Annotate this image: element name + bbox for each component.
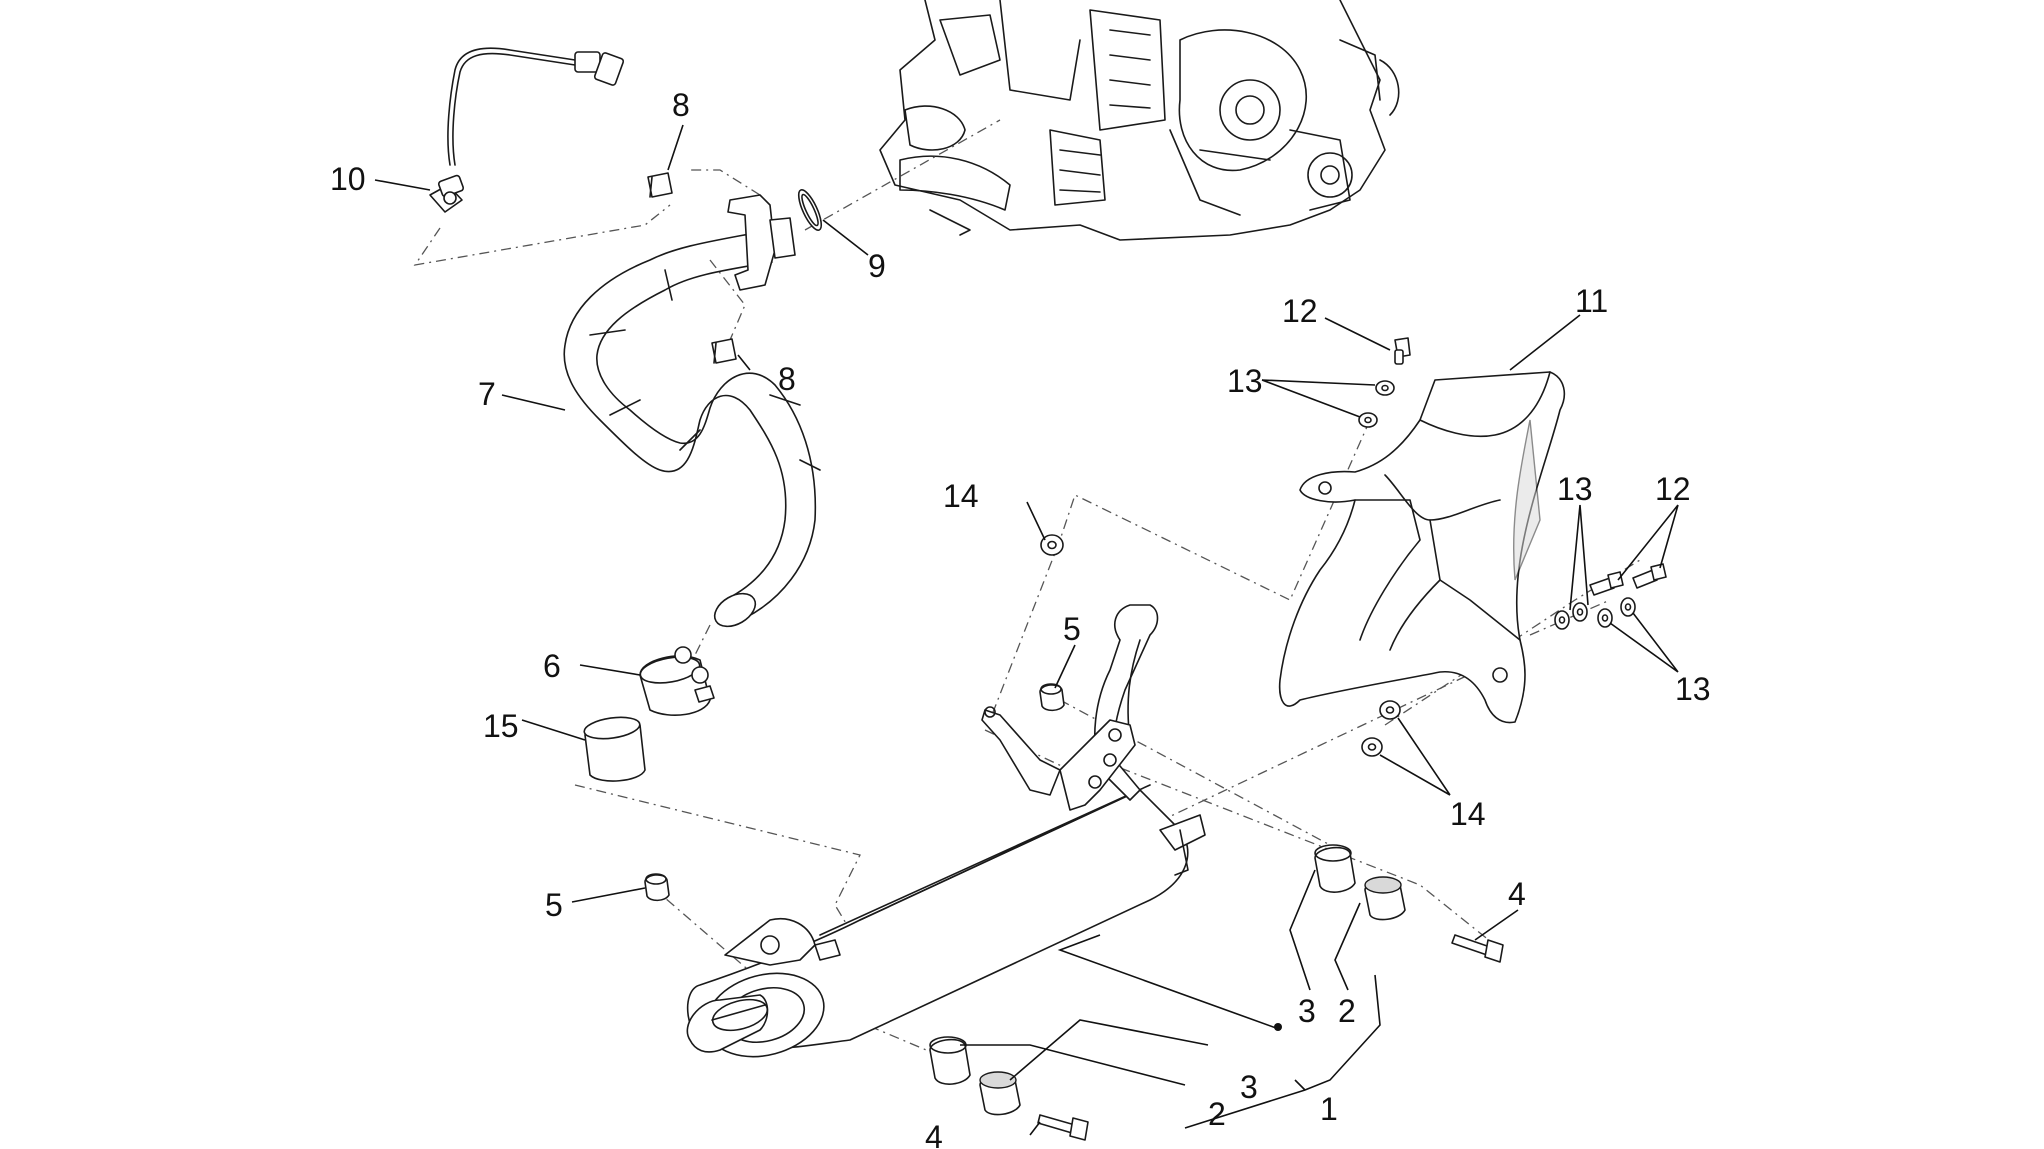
callout-2-lower: 2 <box>1208 1096 1226 1132</box>
shield-screw-top <box>1394 337 1411 365</box>
callout-13-top: 13 <box>1227 363 1263 399</box>
shield-screw-side-2 <box>1632 563 1667 589</box>
grommet-right-1 <box>1379 700 1401 720</box>
callout-12-side: 12 <box>1655 471 1691 507</box>
callout-14-upper: 14 <box>943 478 979 514</box>
bushing-lower <box>929 1036 971 1085</box>
callout-8-upper: 8 <box>672 87 690 123</box>
callout-10: 10 <box>330 161 366 197</box>
washer-top-1 <box>1375 380 1395 396</box>
callout-4-upper: 4 <box>1508 876 1526 912</box>
callout-7: 7 <box>478 376 496 412</box>
bushing-upper <box>1314 844 1356 893</box>
callout-labels: 10 8 9 8 7 6 15 5 14 5 12 13 11 13 12 13… <box>330 87 1711 1149</box>
callout-13-side-upper: 13 <box>1557 471 1593 507</box>
washer-side-3 <box>1597 608 1613 628</box>
callout-5-upper: 5 <box>1063 611 1081 647</box>
exhaust-header-pipe <box>563 194 821 628</box>
callout-13-side-lower: 13 <box>1675 671 1711 707</box>
flange-nut-lower <box>711 338 737 364</box>
bolt-upper <box>1451 934 1504 963</box>
callout-6: 6 <box>543 648 561 684</box>
lambda-sensor <box>429 47 625 213</box>
callout-11: 11 <box>1575 283 1608 319</box>
callout-5-lower: 5 <box>545 887 563 923</box>
washer-side-2 <box>1572 602 1588 622</box>
callout-9: 9 <box>868 248 886 284</box>
exhaust-gasket <box>797 189 823 231</box>
spacer-lower <box>979 1071 1021 1116</box>
exhaust-clamp <box>639 646 715 716</box>
grommet-right-2 <box>1361 737 1383 757</box>
exhaust-sleeve <box>583 716 646 782</box>
callout-3-upper: 3 <box>1298 993 1316 1029</box>
shield-screw-side-1 <box>1589 571 1624 596</box>
silencer-assembly <box>686 604 1206 1058</box>
silencer-reference-dot <box>1274 1023 1282 1031</box>
callout-12-top: 12 <box>1282 293 1318 329</box>
callout-2-upper: 2 <box>1338 993 1356 1029</box>
washer-side-4 <box>1620 597 1636 617</box>
callout-8-lower: 8 <box>778 361 796 397</box>
callout-3-lower: 3 <box>1240 1069 1258 1105</box>
grommet-upper <box>1040 534 1064 556</box>
callout-14-lower: 14 <box>1450 796 1486 832</box>
callout-15: 15 <box>483 708 519 744</box>
washer-side-1 <box>1554 610 1570 630</box>
engine-illustration <box>879 0 1400 241</box>
rubber-mount-upper <box>1039 683 1065 712</box>
leader-lines <box>374 124 1679 1136</box>
bolt-lower <box>1037 1114 1089 1141</box>
washer-top-2 <box>1358 412 1378 428</box>
spacer-upper <box>1364 876 1406 921</box>
callout-1: 1 <box>1320 1091 1338 1127</box>
rubber-mount-lower <box>644 873 670 902</box>
callout-4-lower: 4 <box>925 1119 943 1149</box>
flange-nut-upper <box>647 172 673 198</box>
heat-shield <box>1278 371 1566 724</box>
